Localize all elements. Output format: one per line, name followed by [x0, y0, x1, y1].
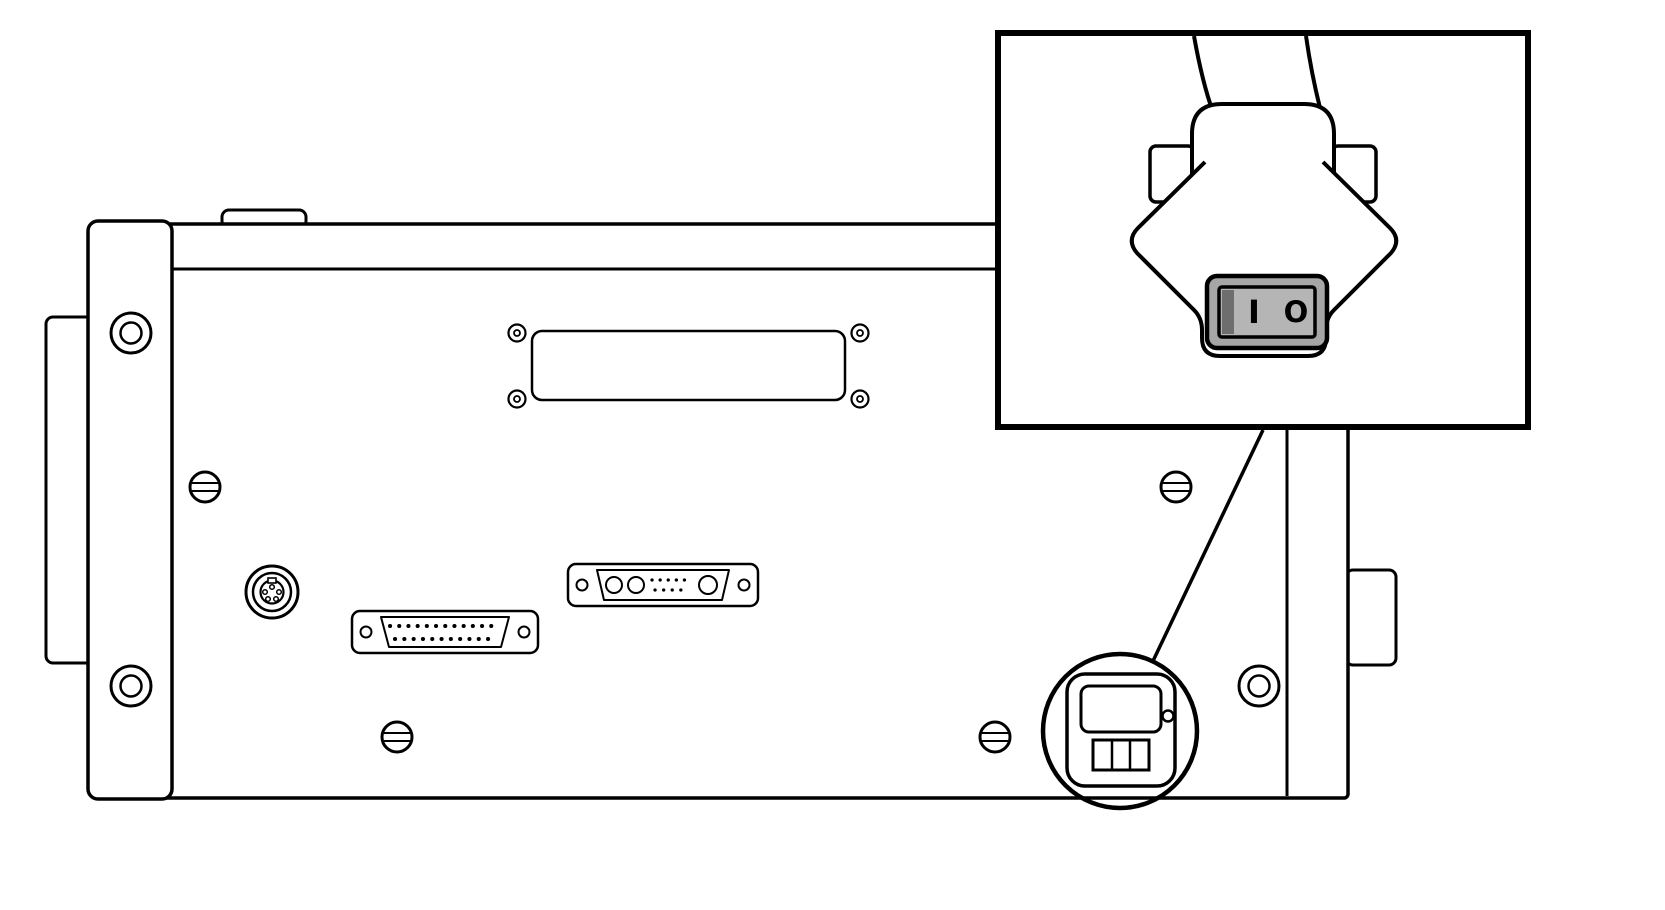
- screw-center: [856, 395, 864, 403]
- inlet-indicator: [1161, 709, 1175, 723]
- din-connector: [244, 564, 300, 620]
- db25-connector: [350, 609, 540, 655]
- db9-screw-right: [737, 578, 751, 592]
- power-inlet-module: [1065, 672, 1177, 788]
- slotted-screw-bottom-right: [978, 720, 1012, 754]
- db9-shell: [596, 569, 730, 601]
- cord-edge-right: [1304, 35, 1322, 109]
- slot-screw-bottom-left: [507, 389, 527, 409]
- plug-body: [1129, 160, 1399, 358]
- pin: [264, 595, 272, 603]
- db9-screw-left: [575, 578, 589, 592]
- switch-pressed-edge: [1222, 290, 1234, 334]
- db9-combo-connector: [566, 562, 760, 608]
- left-mounting-bracket: [86, 219, 174, 801]
- inlet-socket: [1079, 684, 1163, 734]
- power-switch-inset: I O: [995, 30, 1531, 430]
- callout-circle: [1040, 651, 1200, 811]
- callout-line: [1151, 429, 1265, 662]
- slotted-screw-bottom-left: [380, 720, 414, 754]
- screw-center: [513, 329, 521, 337]
- screw-center: [119, 321, 143, 345]
- bracket-screw-bottom: [109, 664, 153, 708]
- screw-center: [119, 674, 143, 698]
- pin: [272, 595, 280, 603]
- screw-head: [978, 720, 1012, 754]
- db25-shell: [380, 616, 510, 648]
- db25-screw-left: [359, 625, 373, 639]
- switch-off-label: O: [1284, 295, 1309, 329]
- slot-screw-top-right: [850, 323, 870, 343]
- pin: [275, 588, 283, 596]
- slot-screw-bottom-right: [850, 389, 870, 409]
- db25-screw-right: [517, 625, 531, 639]
- db9-contact-left-2: [627, 576, 645, 594]
- screw-head: [1159, 470, 1193, 504]
- db9-contact-right: [698, 575, 718, 595]
- power-switch-rocker: [1217, 285, 1317, 339]
- bracket-screw-top: [109, 311, 153, 355]
- panel-screw-bottom-right: [1237, 664, 1281, 708]
- db9-contact-left-1: [605, 576, 623, 594]
- slot-opening: [530, 329, 847, 402]
- screw-head: [380, 720, 414, 754]
- din-key-notch: [267, 577, 277, 584]
- pin: [268, 583, 276, 591]
- right-ear: [1344, 568, 1398, 667]
- slotted-screw-left: [188, 470, 222, 504]
- din-pins: [261, 583, 283, 603]
- screw-center: [1247, 674, 1271, 698]
- expansion-slot-cover: [507, 323, 870, 409]
- screw-center: [856, 329, 864, 337]
- slot-screw-top-left: [507, 323, 527, 343]
- slotted-screw-right: [1159, 470, 1193, 504]
- screw-center: [513, 395, 521, 403]
- fuse-drawer: [1091, 738, 1151, 772]
- screw-head: [188, 470, 222, 504]
- pin: [261, 588, 269, 596]
- switch-on-label: I: [1248, 293, 1260, 331]
